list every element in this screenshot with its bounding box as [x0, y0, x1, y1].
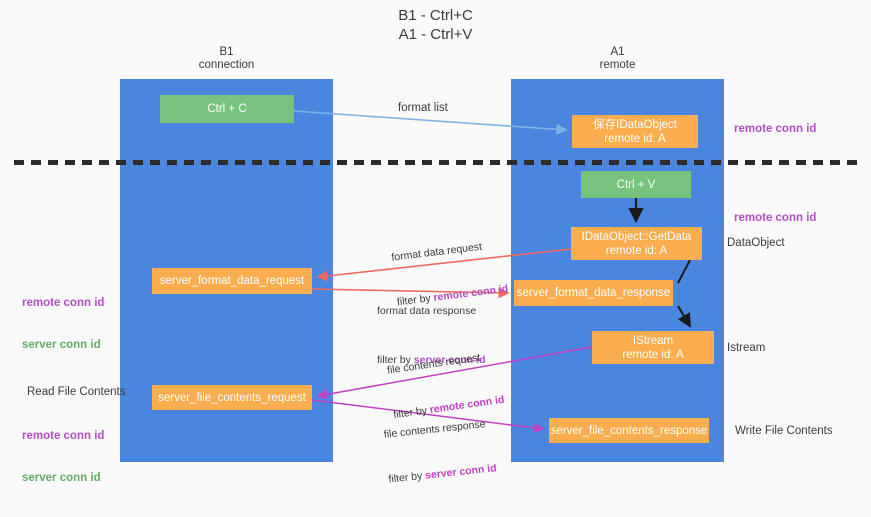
annotation-remote-conn-id-top: remote conn id: [734, 123, 817, 135]
annotation-dataobject: DataObject: [727, 237, 785, 249]
format-data-response-filter-prefix: filter by: [377, 354, 414, 366]
annotation-left-remote-conn-id-1: remote conn id: [22, 297, 105, 309]
annotation-left-remote-conn-id-2: remote conn id: [22, 430, 105, 442]
format-data-response-text: format data response: [377, 305, 477, 317]
file-contents-response-filter-prefix: filter by: [387, 469, 426, 486]
format-data-request-text: format data request: [390, 240, 483, 264]
annotation-left-server-conn-id-2: server conn id: [22, 472, 101, 484]
node-idataobject[interactable]: 保存IDataObject remote id: A: [572, 115, 698, 148]
edge-label-format-list: format list: [398, 102, 448, 114]
edge-label-format-data-response: format data response filter by server co…: [377, 274, 486, 398]
node-server-file-contents-response[interactable]: server_file_contents_response: [549, 418, 709, 443]
node-server-file-contents-request[interactable]: server_file_contents_request: [152, 385, 312, 410]
annotation-write-file-contents: Write File Contents: [735, 425, 833, 437]
node-istream[interactable]: IStream remote id: A: [592, 331, 714, 364]
annotation-istream: Istream: [727, 342, 766, 354]
annotation-left-server-conn-id-1: server conn id: [22, 339, 101, 351]
lane-header-a1: A1 remote: [599, 46, 636, 71]
node-server-format-data-response[interactable]: server_format_data_response: [514, 280, 673, 306]
page-title: B1 - Ctrl+C A1 - Ctrl+V: [398, 7, 473, 43]
edge-label-file-contents-response: file contents response filter by server …: [380, 387, 500, 517]
node-ctrl-v[interactable]: Ctrl + V: [581, 171, 691, 198]
phase-separator: [14, 160, 859, 165]
annotation-read-file-contents: Read File Contents: [27, 386, 126, 398]
node-idataobject-getdata[interactable]: IDataObject::GetData remote id: A: [571, 227, 702, 260]
file-contents-response-filter-key: server conn id: [424, 462, 498, 482]
lane-header-b1: B1 connection: [198, 46, 255, 71]
file-contents-response-text: file contents response: [383, 418, 487, 441]
annotation-left-conn-ids-2: remote conn id server conn id: [22, 401, 104, 513]
annotation-left-conn-ids-1: remote conn id server conn id: [22, 268, 104, 380]
node-ctrl-c[interactable]: Ctrl + C: [160, 95, 294, 123]
format-data-response-filter-key: server conn id: [413, 354, 486, 366]
file-contents-request-text: file contents request: [386, 351, 482, 377]
node-server-format-data-request[interactable]: server_format_data_request: [152, 268, 312, 294]
diagram-canvas: B1 - Ctrl+C A1 - Ctrl+V B1 connection A1…: [14, 7, 859, 486]
annotation-remote-conn-id-mid: remote conn id: [734, 212, 817, 224]
